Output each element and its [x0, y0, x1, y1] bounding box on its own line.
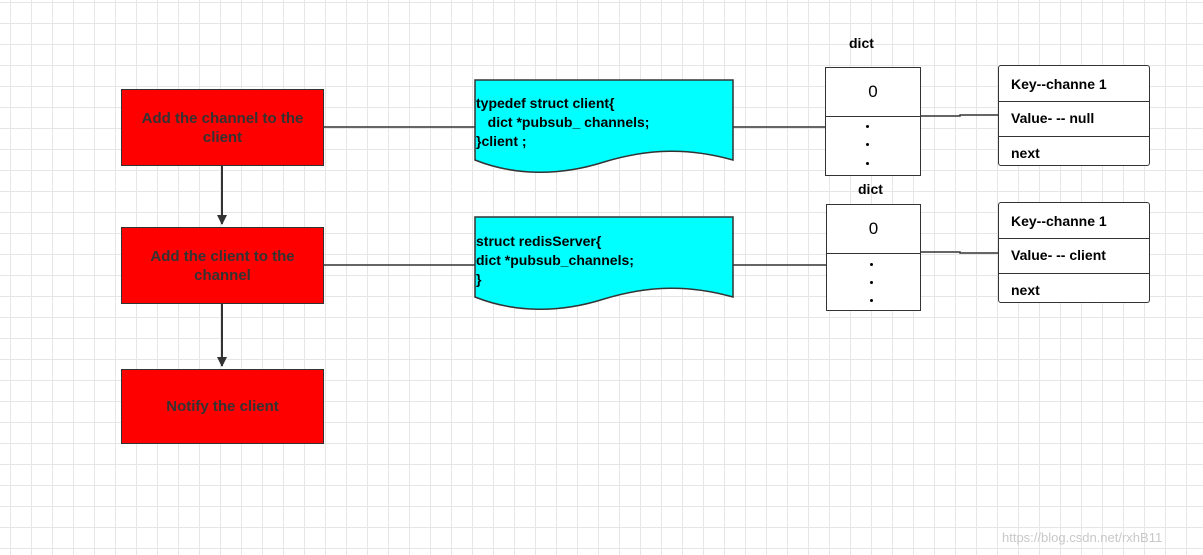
connector-dict2-to-entry2 [920, 251, 998, 254]
entry-next: next [999, 273, 1149, 306]
ellipsis-dot [866, 162, 869, 165]
ellipsis-dot [870, 299, 873, 302]
watermark: https://blog.csdn.net/rxhB11 [1002, 530, 1163, 545]
ellipsis-dot [866, 125, 869, 128]
ellipsis-dot [866, 143, 869, 146]
dict-entry: Key--channe 1 Value- -- client next [998, 202, 1150, 303]
ellipsis-dot [870, 281, 873, 284]
entry-key: Key--channe 1 [1011, 212, 1107, 229]
dict-title: dict [849, 35, 874, 51]
entry-next: next [999, 136, 1149, 169]
ellipsis-dot [870, 263, 873, 266]
step-label: Add the channel to the client [141, 109, 304, 146]
dict-table: 0 [825, 67, 921, 176]
client-struct-code: typedef struct client{ dict *pubsub_ cha… [476, 95, 650, 149]
dict-title: dict [858, 181, 883, 197]
dict-slot-zero: 0 [827, 205, 920, 254]
client-struct-shape [474, 79, 734, 173]
connector-dict1-to-entry1 [920, 114, 998, 117]
server-struct-code: struct redisServer{ dict *pubsub_channel… [476, 233, 634, 287]
dict-entry: Key--channe 1 Value- -- null next [998, 65, 1150, 166]
step-notify-client: Notify the client [121, 369, 324, 444]
entry-value: Value- -- client [999, 238, 1149, 271]
step-add-client-to-channel: Add the client to the channel [121, 227, 324, 304]
step-label: Add the client to the channel [150, 247, 295, 284]
entry-value: Value- -- null [999, 101, 1149, 134]
step-add-channel-to-client: Add the channel to the client [121, 89, 324, 166]
server-struct-shape [474, 216, 734, 310]
entry-key: Key--channe 1 [1011, 75, 1107, 92]
dict-table: 0 [826, 204, 921, 311]
dict-slot-zero: 0 [826, 68, 920, 117]
step-label: Notify the client [166, 398, 279, 415]
